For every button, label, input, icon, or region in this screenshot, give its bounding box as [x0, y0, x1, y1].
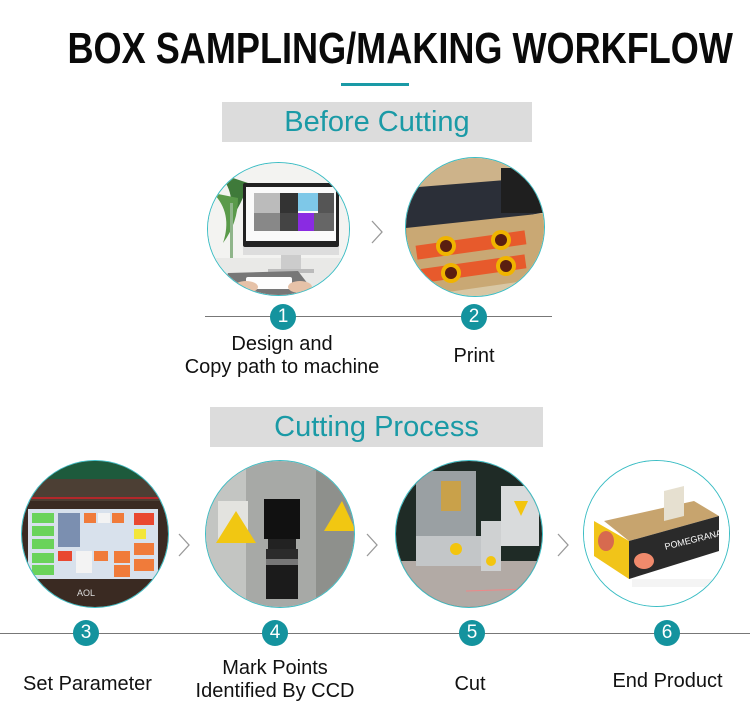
printer-image	[405, 157, 545, 297]
step-label-1-line2: Copy path to machine	[184, 356, 380, 378]
step-label-4-line1: Mark Points	[222, 657, 328, 679]
chevron-right-icon	[555, 532, 571, 558]
cutting-head-image	[395, 460, 543, 608]
step-badge-5: 5	[459, 620, 485, 646]
svg-text:AOL: AOL	[77, 588, 95, 598]
chevron-right-icon	[364, 532, 380, 558]
timeline-line-before-cutting	[205, 316, 552, 317]
section-banner-cutting-process: Cutting Process	[210, 407, 543, 447]
control-panel-image: AOL	[21, 460, 169, 608]
step-label-1-line1: Design and	[231, 333, 333, 355]
step-label-3: Set Parameter	[23, 673, 152, 695]
step-badge-6: 6	[654, 620, 680, 646]
step-label-1: Design and Copy path to machine	[170, 333, 394, 379]
step-label-6: End Product	[612, 670, 723, 692]
step-badge-3: 3	[73, 620, 99, 646]
page-title: BOX SAMPLING/MAKING WORKFLOW	[67, 24, 733, 73]
step-label-4-line2: Identified By CCD	[195, 680, 355, 702]
step-label-5: Cut	[454, 673, 486, 695]
step-label-2: Print	[453, 345, 495, 367]
box-product-image: POMEGRANATE	[583, 460, 730, 607]
computer-design-image	[207, 162, 350, 296]
timeline-line-cutting-process	[0, 633, 750, 634]
section-banner-before-cutting: Before Cutting	[222, 102, 532, 142]
step-badge-4: 4	[262, 620, 288, 646]
title-underline	[341, 83, 409, 86]
step-label-4: Mark Points Identified By CCD	[170, 657, 380, 703]
step-badge-2: 2	[461, 304, 487, 330]
step-badge-1: 1	[270, 304, 296, 330]
ccd-camera-image	[205, 460, 355, 608]
chevron-right-icon	[369, 219, 385, 245]
chevron-right-icon	[176, 532, 192, 558]
